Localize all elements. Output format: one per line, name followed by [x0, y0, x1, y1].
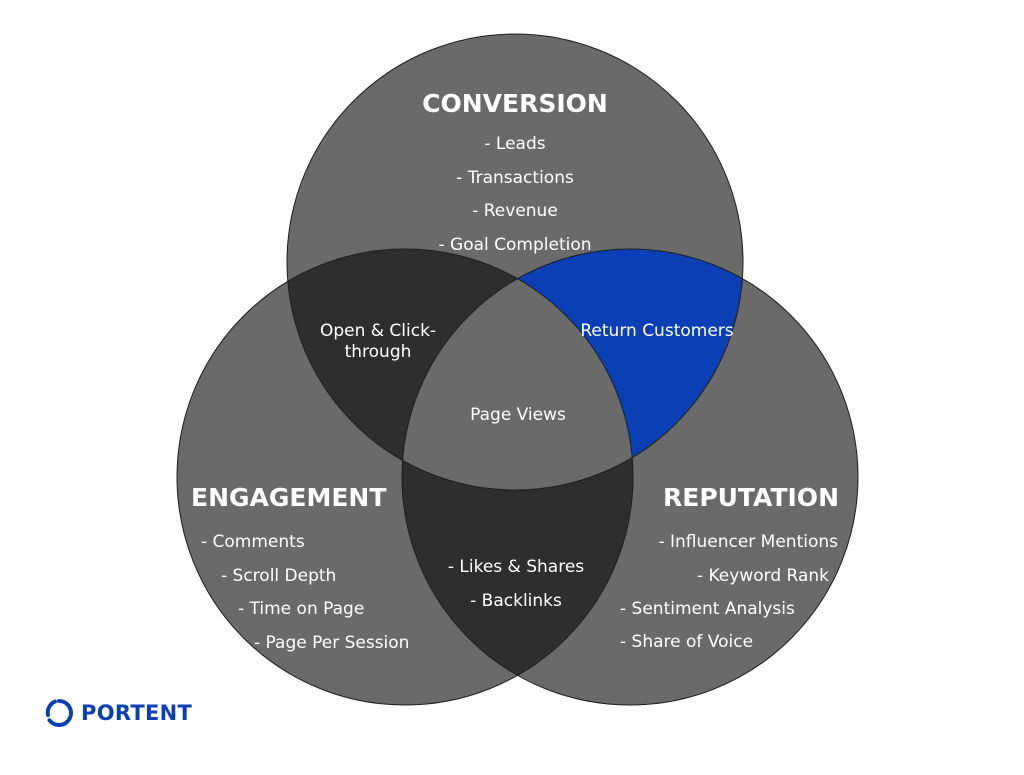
conversion-item: - Transactions	[456, 168, 574, 188]
conversion-title: CONVERSION	[422, 89, 608, 118]
reputation-title: REPUTATION	[662, 483, 839, 512]
conversion-item: - Goal Completion	[438, 235, 592, 255]
engagement-item: - Page Per Session	[254, 633, 410, 653]
likes-shares-label: - Likes & Shares	[447, 557, 585, 577]
reputation-item: - Keyword Rank	[696, 566, 829, 586]
portent-logo: PORTENT	[44, 698, 192, 728]
page-views-label: Page Views	[470, 405, 566, 425]
engagement-item: - Time on Page	[238, 599, 365, 619]
reputation-item: - Influencer Mentions	[658, 532, 838, 552]
reputation-item: - Share of Voice	[620, 632, 754, 652]
engagement-item: - Comments	[201, 532, 305, 552]
engagement-item: - Scroll Depth	[221, 566, 337, 586]
open-click-through-label: Open & Click-through	[319, 321, 437, 362]
backlinks-label: - Backlinks	[470, 591, 562, 611]
reputation-item: - Sentiment Analysis	[620, 599, 795, 619]
conversion-item: - Revenue	[472, 201, 558, 221]
engagement-title: ENGAGEMENT	[191, 483, 387, 512]
logo-text: PORTENT	[81, 701, 193, 725]
conversion-item: - Leads	[484, 134, 546, 154]
ring-logo-icon	[45, 699, 73, 727]
return-customers-label: Return Customers	[580, 321, 734, 341]
